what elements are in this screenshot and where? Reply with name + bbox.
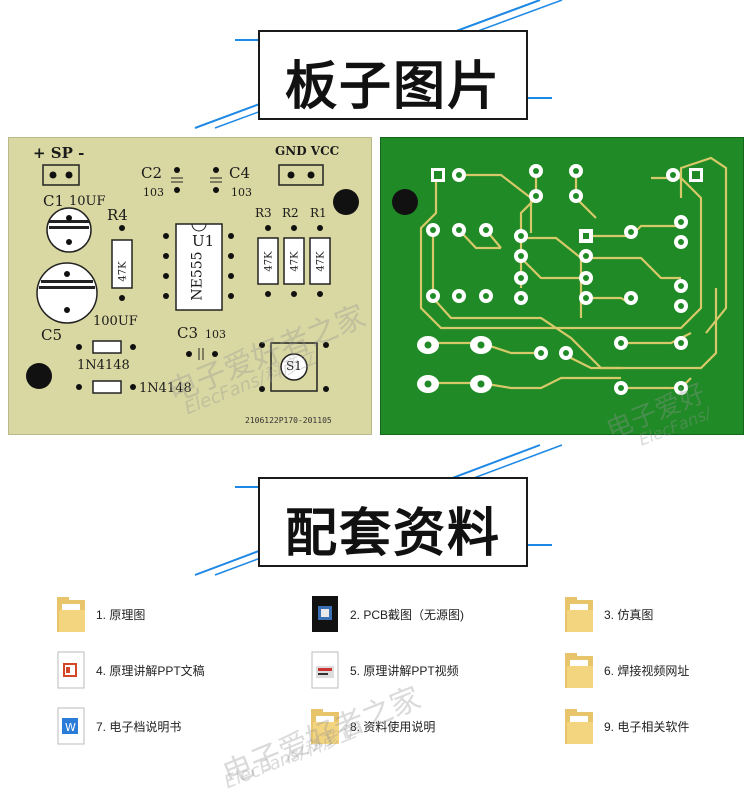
ppt-file-icon (56, 650, 86, 690)
c1-value: 10UF (69, 194, 106, 209)
file-item[interactable]: 3. 仿真图 (564, 594, 653, 634)
file-label: 4. 原理讲解PPT文稿 (96, 663, 205, 678)
u1-label: U1 (192, 232, 215, 250)
word-file-icon: W (56, 706, 86, 746)
folder-icon (564, 650, 594, 690)
folder-icon (56, 594, 86, 634)
s1-label: S1 (286, 359, 302, 373)
c4-label: C4 (229, 164, 251, 182)
folder-icon (564, 706, 594, 746)
c4-value: 103 (231, 186, 252, 199)
file-label: 8. 资料使用说明 (350, 719, 436, 734)
file-item[interactable]: 4. 原理讲解PPT文稿 (56, 650, 205, 690)
section-title-box: 板子图片 (258, 30, 528, 120)
c5-value: 100UF (93, 314, 138, 329)
c2-value: 103 (143, 186, 164, 199)
file-label: 5. 原理讲解PPT视频 (350, 663, 459, 678)
file-item[interactable]: W 7. 电子档说明书 (56, 706, 181, 746)
r1-value: 47K (315, 251, 327, 272)
silkscreen-board: + SP - GND VCC C2 103 C4 103 C1 10UF R4 … (8, 137, 372, 435)
d1-label: 1N4148 (77, 358, 130, 373)
c1-label: C1 (43, 192, 65, 210)
copper-drawing (392, 156, 728, 395)
file-item[interactable]: 2. PCB截图（无源图) (310, 594, 464, 634)
image-file-icon (310, 594, 340, 634)
c3-value: 103 (205, 328, 226, 341)
svg-text:W: W (65, 721, 76, 734)
r3-label: R3 (255, 206, 272, 220)
r2-label: R2 (282, 206, 299, 220)
silkscreen-drawing (26, 164, 359, 394)
copper-board (380, 137, 744, 435)
file-item[interactable]: 1. 原理图 (56, 594, 145, 634)
file-label: 1. 原理图 (96, 607, 146, 622)
section-title-box: 配套资料 (258, 477, 528, 567)
video-file-icon (310, 650, 340, 690)
file-item[interactable]: 9. 电子相关软件 (564, 706, 689, 746)
section-title: 板子图片 (284, 56, 501, 117)
r4-value: 47K (117, 261, 129, 282)
file-item[interactable]: 6. 焊接视频网址 (564, 650, 689, 690)
c5-label: C5 (41, 326, 63, 344)
board-code: 2106122P170-201105 (245, 416, 332, 425)
file-label: 9. 电子相关软件 (604, 719, 690, 734)
folder-icon (564, 594, 594, 634)
r3-value: 47K (263, 251, 275, 272)
file-label: 7. 电子档说明书 (96, 719, 182, 734)
section-title: 配套资料 (284, 503, 501, 564)
file-label: 2. PCB截图（无源图) (350, 607, 465, 622)
gnd-vcc-label: GND VCC (275, 144, 340, 158)
c3-label: C3 (177, 324, 199, 342)
ic-label: NE555 (189, 251, 206, 301)
file-label: 3. 仿真图 (604, 607, 654, 622)
d2-label: 1N4148 (139, 381, 192, 396)
r4-label: R4 (107, 206, 128, 224)
r1-label: R1 (310, 206, 327, 220)
r2-value: 47K (289, 251, 301, 272)
c2-label: C2 (141, 164, 163, 182)
file-item[interactable]: 5. 原理讲解PPT视频 (310, 650, 459, 690)
file-item[interactable]: 8. 资料使用说明 (310, 706, 435, 746)
sp-label: + SP - (33, 144, 85, 162)
folder-icon (310, 706, 340, 746)
file-label: 6. 焊接视频网址 (604, 663, 690, 678)
